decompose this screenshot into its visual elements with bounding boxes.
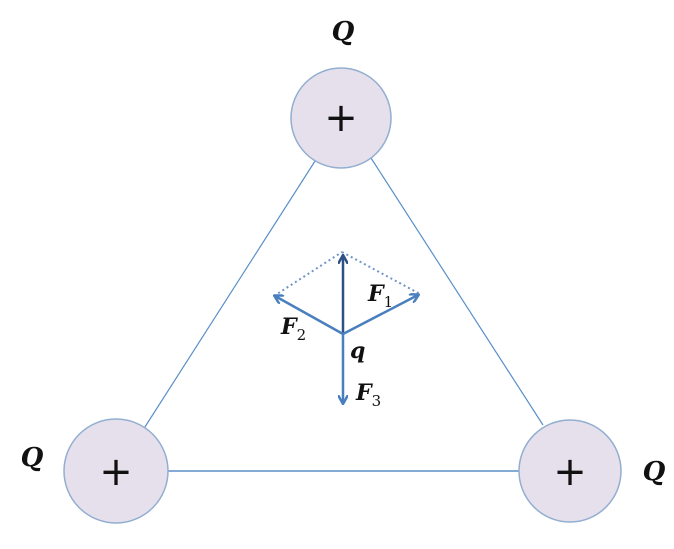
triangle-side-left xyxy=(142,157,318,431)
charge-top-label: Q xyxy=(332,17,355,47)
charge-bottom-right-label: Q xyxy=(643,457,666,487)
charge-bottom-right: + xyxy=(518,419,622,523)
triangle-side-right xyxy=(370,157,544,426)
force-f2-arrow xyxy=(275,296,344,336)
parallelogram-line-left xyxy=(273,251,343,297)
force-f2-subscript: 2 xyxy=(297,326,307,344)
force-f3-symbol: F xyxy=(355,380,373,406)
force-f3-subscript: 3 xyxy=(372,392,382,410)
force-f1-arrow xyxy=(342,295,418,336)
force-f1-label: F1 xyxy=(367,281,393,311)
force-f2-label: F2 xyxy=(280,314,306,344)
force-f3-label: F3 xyxy=(355,380,381,410)
force-f1-symbol: F xyxy=(367,281,385,307)
charge-bottom-left: + xyxy=(63,418,169,524)
test-charge-label: q xyxy=(350,338,365,364)
charge-top: + xyxy=(290,67,392,169)
force-f1-subscript: 1 xyxy=(384,293,394,311)
charge-bottom-left-label: Q xyxy=(21,443,44,473)
charge-bottom-left-sign: + xyxy=(99,449,133,495)
charge-bottom-right-sign: + xyxy=(553,449,587,495)
charge-top-sign: + xyxy=(324,95,358,141)
force-f2-symbol: F xyxy=(280,314,298,340)
